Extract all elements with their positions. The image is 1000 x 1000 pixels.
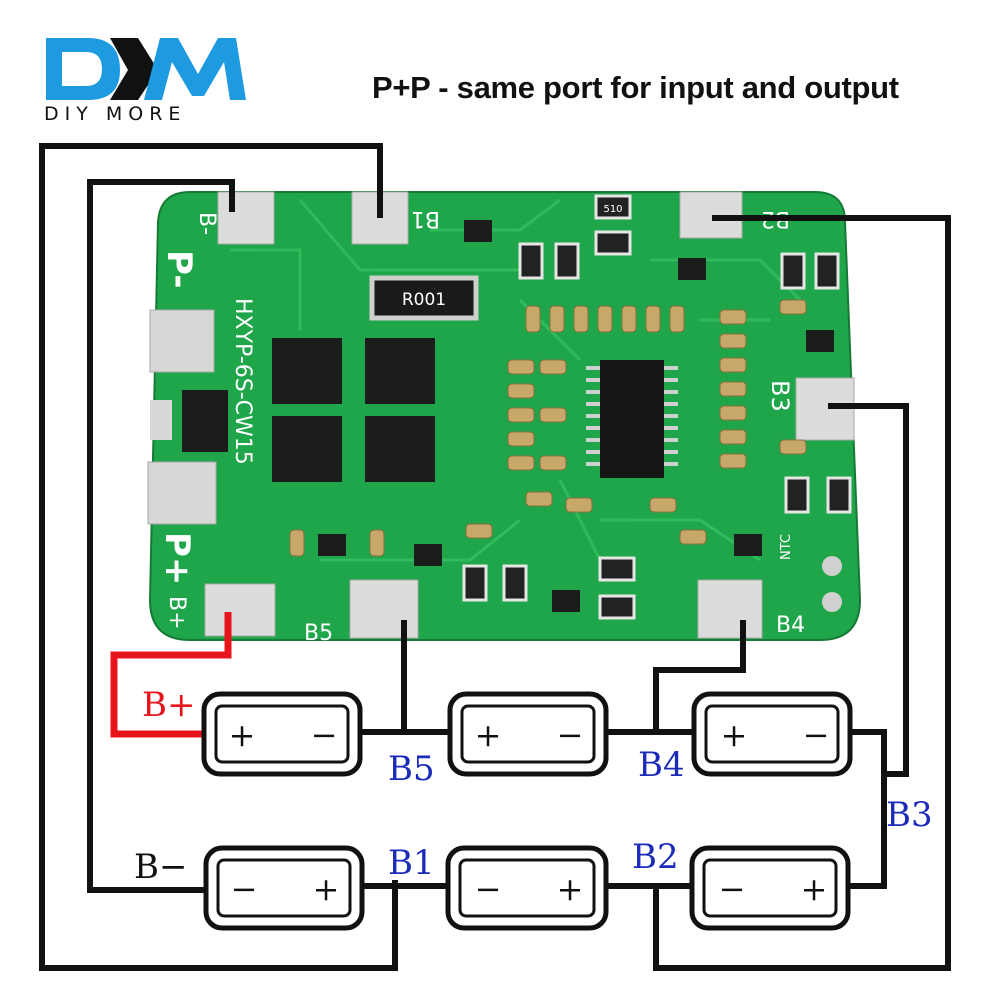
silk-b-minus: B-	[194, 212, 219, 235]
shunt-resistor	[369, 275, 479, 321]
cell-row2-2: − +	[445, 845, 609, 931]
control-ic	[600, 360, 664, 478]
battery-cells: + − + − + − − +	[201, 691, 853, 931]
brand-logo	[40, 30, 250, 130]
silk-ntc: NTC	[779, 534, 794, 560]
ntc-hole-1	[822, 556, 842, 576]
cell-row2-3: − +	[689, 845, 851, 931]
diode-ic	[182, 390, 228, 452]
pad-p-plus	[147, 461, 217, 525]
wire-b1-loop	[39, 143, 398, 971]
cell-plus: +	[801, 870, 828, 908]
label-b4: B4	[638, 745, 685, 785]
pad-b4	[697, 579, 763, 639]
cell-row1-1: + −	[201, 691, 363, 777]
pad-p-minus	[149, 309, 215, 373]
dm-logo-icon	[46, 38, 246, 100]
bms-board: B- P- P+ B+ B1 B2 B3 B4 B5 NTC HXYP-6S-C…	[147, 191, 862, 646]
silk-b4: B4	[776, 613, 805, 638]
label-b1: B1	[388, 843, 435, 883]
cell-minus: −	[231, 870, 258, 908]
mosfet-2	[365, 338, 435, 404]
silk-b-plus: B+	[164, 596, 189, 630]
cell-minus: −	[557, 716, 584, 754]
wire-b-minus	[87, 179, 235, 893]
cell-row1-2: + −	[447, 691, 609, 777]
wire-b3-bridge	[846, 729, 887, 889]
cell-plus: +	[557, 870, 584, 908]
cell-minus: −	[719, 870, 746, 908]
pad-b-minus	[217, 191, 275, 245]
cell-row2-1: − +	[203, 845, 365, 931]
pad-b-plus	[204, 583, 276, 637]
wire-b4	[653, 620, 746, 730]
brand-slogan: DIY MORE	[44, 103, 187, 125]
label-b3: B3	[886, 795, 933, 835]
capacitors	[289, 299, 807, 557]
mosfet-3	[272, 416, 342, 482]
silk-b1: B1	[411, 206, 440, 231]
silk-model: HXYP-6S-CW15	[230, 298, 255, 465]
wire-b-plus	[110, 612, 232, 738]
cell-row1-3: + −	[691, 691, 853, 777]
cell-plus: +	[721, 716, 748, 754]
diode-lead	[150, 400, 172, 440]
label-b2: B2	[632, 837, 679, 877]
shunt-marking: R001	[402, 290, 446, 310]
label-b5: B5	[388, 749, 435, 789]
mosfet-4	[365, 416, 435, 482]
cell-minus: −	[311, 716, 338, 754]
wire-b2	[653, 215, 951, 971]
label-b-plus: B+	[142, 685, 195, 725]
silk-p-minus: P-	[159, 250, 199, 288]
cell-plus: +	[475, 716, 502, 754]
cell-minus: −	[803, 716, 830, 754]
wires	[39, 143, 951, 971]
cell-plus: +	[229, 716, 256, 754]
cell-plus: +	[313, 870, 340, 908]
pad-b5	[349, 579, 419, 639]
silk-p-plus: P+	[157, 532, 197, 585]
wire-b3	[828, 403, 909, 777]
silk-b5: B5	[304, 621, 333, 646]
page-title: P+P - same port for input and output	[372, 70, 899, 105]
chip-resistor-marking: 510	[603, 204, 622, 215]
small-transistors	[318, 220, 834, 612]
chip-resistors	[462, 194, 852, 620]
label-b-minus: B−	[134, 847, 187, 887]
ntc-hole-2	[822, 592, 842, 612]
cell-minus: −	[475, 870, 502, 908]
silk-b3: B3	[766, 380, 794, 412]
mosfet-1	[272, 338, 342, 404]
